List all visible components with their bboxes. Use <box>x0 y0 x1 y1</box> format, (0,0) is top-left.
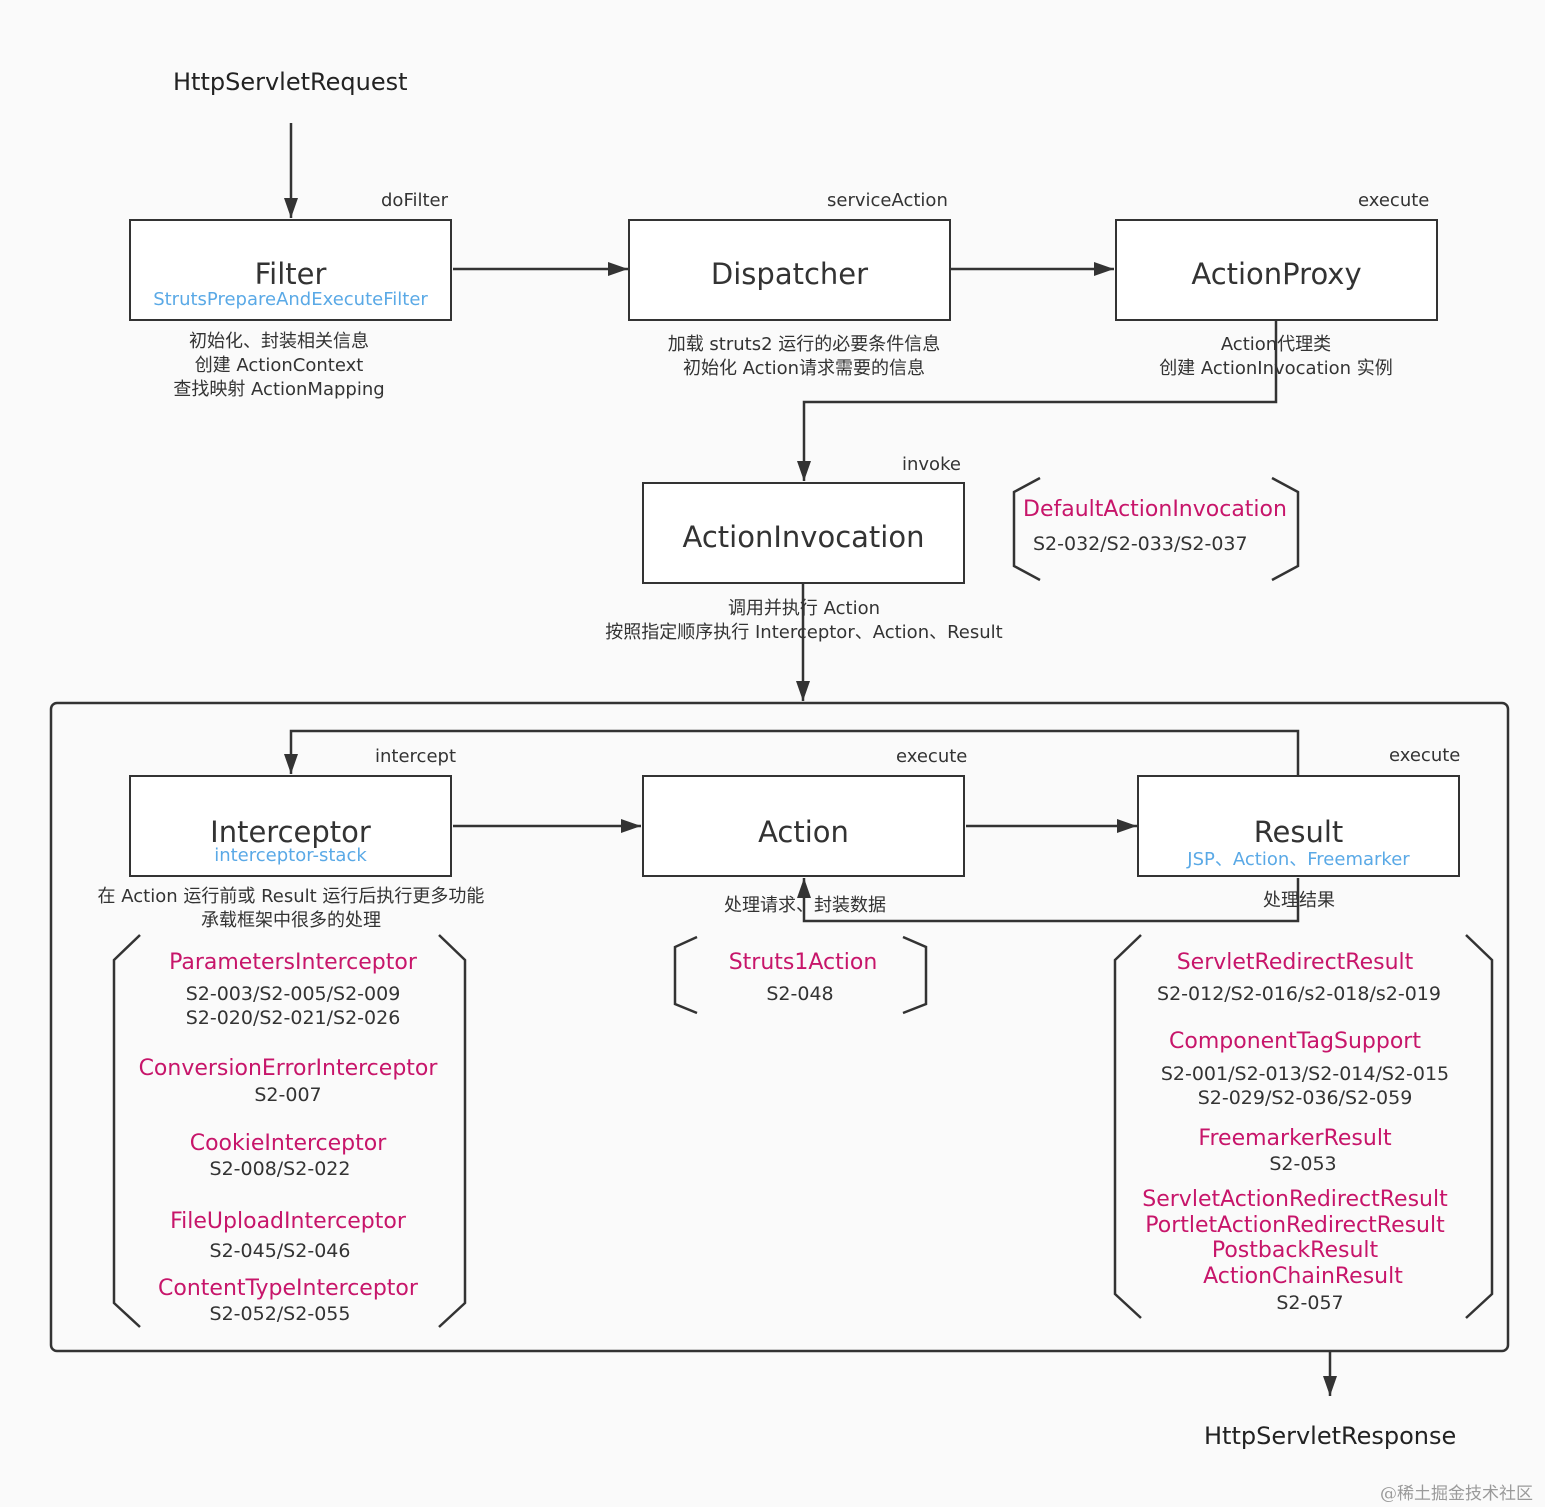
vuln-ids: S2-012/S2-016/s2-018/s2-019 <box>1157 983 1441 1005</box>
action-method-label: execute <box>896 746 968 767</box>
vuln-ids: S2-053 <box>1269 1153 1337 1175</box>
dispatcher-note-2: 初始化 Action请求需要的信息 <box>682 358 926 379</box>
filter-method-label: doFilter <box>381 190 449 211</box>
filter-note-2: 创建 ActionContext <box>194 355 364 376</box>
vuln-class-name: ServletActionRedirectResult <box>1142 1187 1448 1212</box>
arrow-actionproxy-to-actioninvocation <box>797 321 1278 481</box>
actionproxy-title: ActionProxy <box>1191 257 1362 291</box>
dispatcher-method-label: serviceAction <box>827 190 948 211</box>
vuln-ids: S2-029/S2-036/S2-059 <box>1197 1087 1413 1109</box>
vuln-class-name: ComponentTagSupport <box>1169 1029 1421 1054</box>
default-action-invocation-ids: S2-032/S2-033/S2-037 <box>1033 533 1248 555</box>
execution-container <box>49 701 1510 1353</box>
action-title: Action <box>758 815 849 849</box>
dispatcher-box: Dispatcher <box>628 219 951 321</box>
bracket-left <box>1012 476 1041 582</box>
actioninvocation-note-1: 调用并执行 Action <box>727 598 881 619</box>
interceptor-note-2: 承载框架中很多的处理 <box>201 910 381 931</box>
http-request-label: HttpServletRequest <box>173 68 408 96</box>
result-box: Result JSP、Action、Freemarker <box>1137 775 1460 877</box>
bracket-right <box>438 934 467 1328</box>
actioninvocation-note-2: 按照指定顺序执行 Interceptor、Action、Result <box>605 622 1003 643</box>
actionproxy-method-label: execute <box>1358 190 1430 211</box>
result-note: 处理结果 <box>1263 890 1335 911</box>
result-subtitle: JSP、Action、Freemarker <box>1187 849 1410 870</box>
vuln-class-name: FreemarkerResult <box>1198 1126 1392 1151</box>
vuln-class-name: ParametersInterceptor <box>169 950 417 975</box>
vuln-ids: S2-052/S2-055 <box>209 1303 351 1325</box>
actioninvocation-title: ActionInvocation <box>682 520 925 554</box>
bracket-right <box>1465 934 1494 1319</box>
bracket-left <box>673 935 698 1015</box>
vuln-class-name: FileUploadInterceptor <box>170 1209 406 1234</box>
arrow-result-to-interceptor <box>284 729 1300 775</box>
interceptor-method-label: intercept <box>375 746 456 767</box>
vuln-ids: S2-008/S2-022 <box>209 1158 351 1180</box>
interceptor-note-1: 在 Action 运行前或 Result 运行后执行更多功能 <box>97 886 485 907</box>
filter-note-1: 初始化、封装相关信息 <box>189 331 369 352</box>
actioninvocation-method-label: invoke <box>902 454 961 475</box>
interceptor-title: Interceptor <box>210 815 371 849</box>
vuln-ids: S2-001/S2-013/S2-014/S2-015 <box>1160 1063 1450 1085</box>
watermark: @稀土掘金技术社区 <box>1380 1484 1533 1504</box>
filter-notes: 初始化、封装相关信息 创建 ActionContext 查找映射 ActionM… <box>139 330 419 402</box>
result-method-label: execute <box>1389 745 1461 766</box>
interceptor-box: Interceptor interceptor-stack <box>129 775 452 877</box>
http-response-label: HttpServletResponse <box>1204 1422 1457 1450</box>
bracket-left <box>1113 934 1142 1319</box>
result-title: Result <box>1253 815 1344 849</box>
action-box: Action <box>642 775 965 877</box>
vuln-class-name: ContentTypeInterceptor <box>158 1276 418 1301</box>
vuln-ids: S2-045/S2-046 <box>209 1240 351 1262</box>
bracket-right <box>902 935 928 1015</box>
interceptor-subtitle: interceptor-stack <box>214 845 367 866</box>
filter-box: Filter StrutsPrepareAndExecuteFilter <box>129 219 452 321</box>
bracket-right <box>1271 476 1300 582</box>
default-action-invocation-label: DefaultActionInvocation <box>1023 497 1287 522</box>
filter-title: Filter <box>254 257 327 291</box>
dispatcher-title: Dispatcher <box>710 257 869 291</box>
vuln-ids: S2-057 <box>1276 1292 1344 1314</box>
interceptor-notes: 在 Action 运行前或 Result 运行后执行更多功能 承载框架中很多的处… <box>71 885 511 933</box>
vuln-class-name: ServletRedirectResult <box>1176 950 1414 975</box>
arrow-result-to-action <box>797 878 1300 923</box>
vuln-class-name: ActionChainResult <box>1203 1264 1403 1289</box>
action-note: 处理请求、封装数据 <box>724 895 886 916</box>
vuln-ids: S2-003/S2-005/S2-009 <box>185 983 401 1005</box>
actioninvocation-notes: 调用并执行 Action 按照指定顺序执行 Interceptor、Action… <box>584 597 1024 645</box>
vuln-ids: S2-020/S2-021/S2-026 <box>185 1007 401 1029</box>
actionproxy-note-2: 创建 ActionInvocation 实例 <box>1159 358 1393 379</box>
struts1action-label: Struts1Action <box>728 950 878 975</box>
dispatcher-note-1: 加载 struts2 运行的必要条件信息 <box>667 334 941 355</box>
actionproxy-notes: Action代理类 创建 ActionInvocation 实例 <box>1136 333 1416 381</box>
vuln-class-name: PortletActionRedirectResult <box>1145 1213 1445 1238</box>
actioninvocation-box: ActionInvocation <box>642 482 965 584</box>
vuln-class-name: CookieInterceptor <box>189 1131 387 1156</box>
bracket-left <box>112 934 141 1328</box>
actionproxy-box: ActionProxy <box>1115 219 1438 321</box>
filter-subtitle: StrutsPrepareAndExecuteFilter <box>153 289 428 310</box>
actionproxy-note-1: Action代理类 <box>1220 334 1332 355</box>
filter-note-3: 查找映射 ActionMapping <box>173 379 385 400</box>
struts1action-ids: S2-048 <box>766 983 834 1005</box>
vuln-ids: S2-007 <box>254 1084 322 1106</box>
vuln-class-name: ConversionErrorInterceptor <box>138 1056 438 1081</box>
dispatcher-notes: 加载 struts2 运行的必要条件信息 初始化 Action请求需要的信息 <box>634 333 974 381</box>
vuln-class-name: PostbackResult <box>1211 1238 1379 1263</box>
